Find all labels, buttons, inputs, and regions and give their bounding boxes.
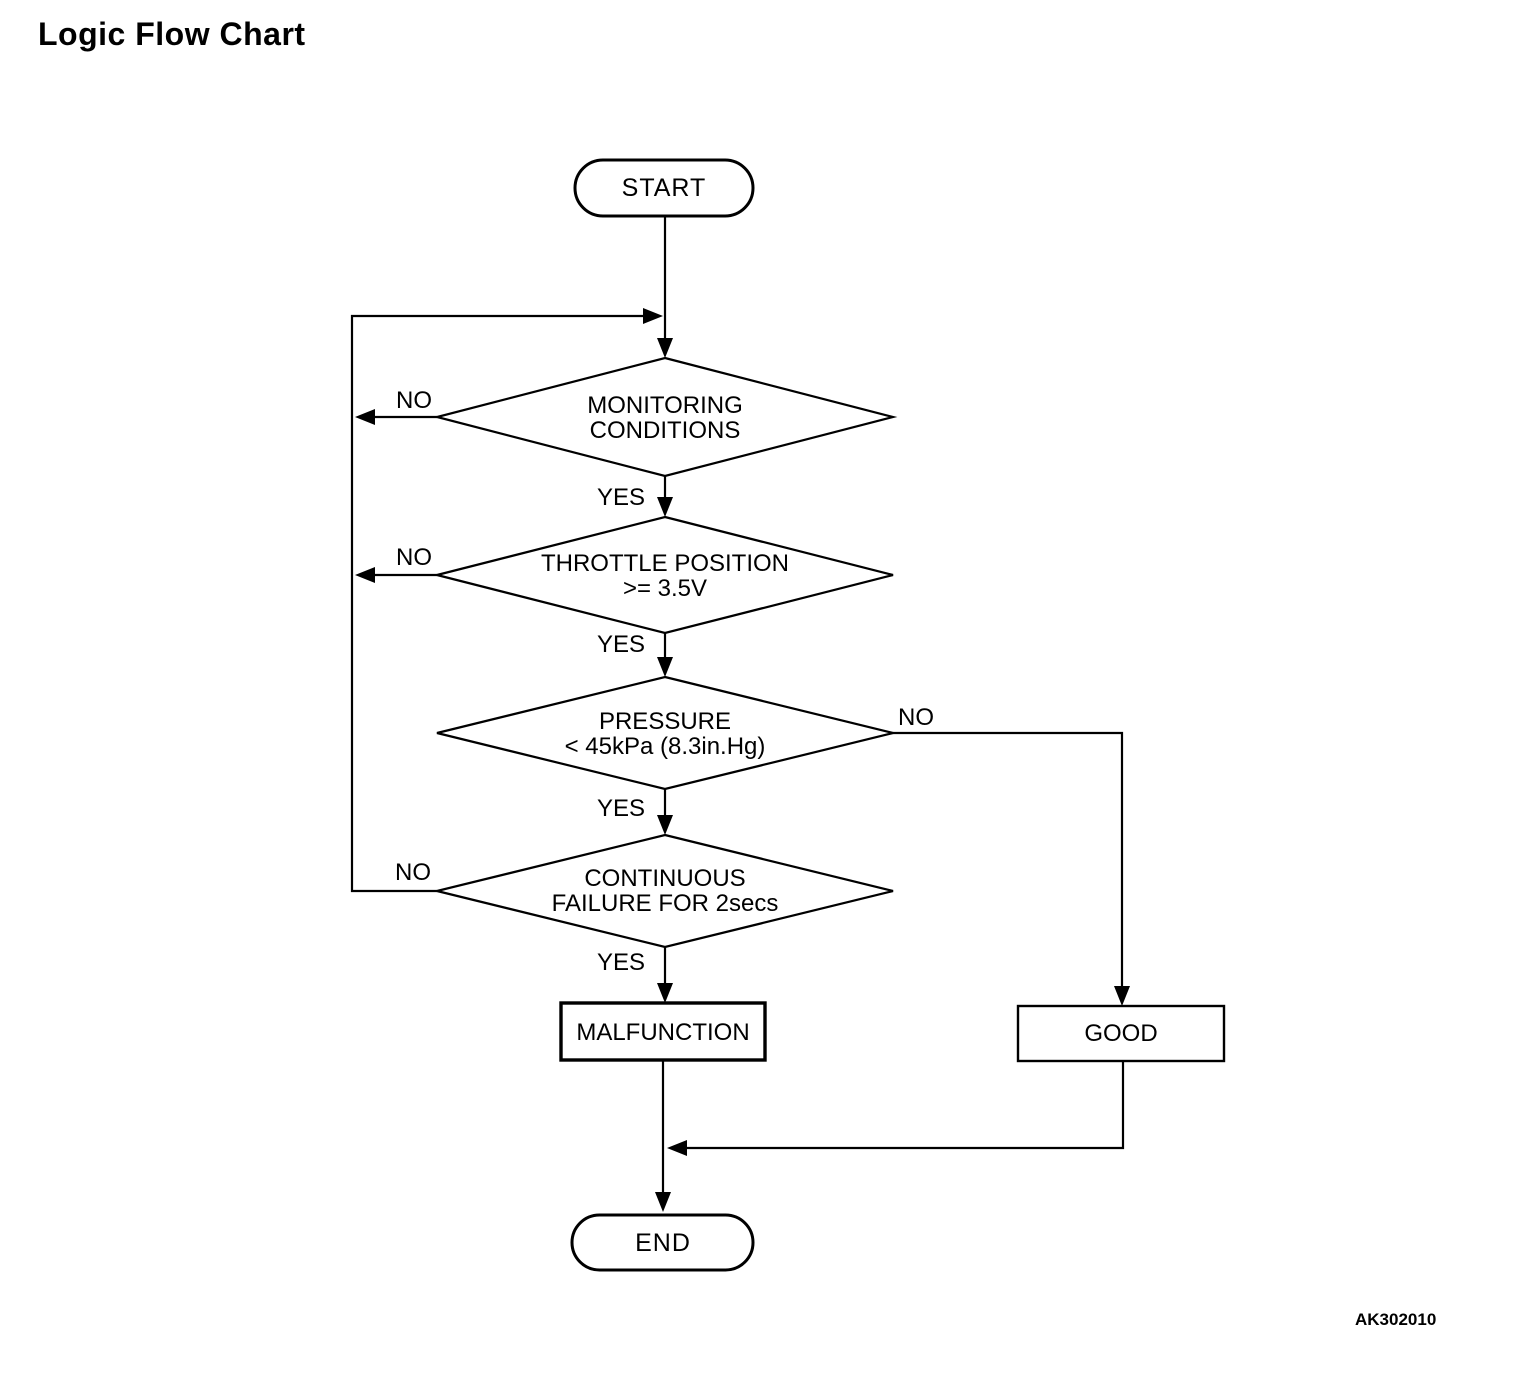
edge-failure-yes: YES [597,947,673,1003]
node-end: END [570,1213,755,1272]
arrowhead-down-icon [1114,986,1130,1006]
yes-label: YES [597,631,645,658]
node-good: GOOD [1016,1004,1226,1063]
decision-throttle-position: THROTTLE POSITION >= 3.5V [436,515,894,635]
no-label: NO [396,387,432,414]
return-loop-line [350,308,663,893]
connector-line [893,731,1124,988]
decision-monitoring-conditions: MONITORING CONDITIONS [432,356,898,478]
good-box-shape [1016,1004,1226,1063]
page-title: Logic Flow Chart [38,16,306,52]
yes-label: YES [597,795,645,822]
arrowhead-down-icon [657,815,673,835]
edge-malfunction-to-end [655,1060,671,1212]
yes-label: YES [597,949,645,976]
figure-code: AK302010 [1355,1310,1437,1329]
arrowhead-down-icon [657,338,673,358]
arrowhead-left-icon [667,1140,687,1156]
decision-text-line1: THROTTLE POSITION [541,550,789,577]
malfunction-box-shape [559,1001,767,1062]
good-label: GOOD [1084,1020,1157,1047]
edge-start-to-monitoring [657,216,673,358]
decision-text-line2: FAILURE FOR 2secs [552,890,779,917]
connector-line [350,314,643,893]
no-label: NO [898,704,934,731]
arrowhead-right-icon [643,308,663,324]
edge-good-to-end [667,1061,1125,1156]
arrowhead-down-icon [657,983,673,1003]
yes-label: YES [597,484,645,511]
arrowhead-down-icon [655,1192,671,1212]
decision-text-line1: MONITORING [587,392,743,419]
no-label: NO [396,544,432,571]
arrowhead-left-icon [355,567,375,583]
decision-continuous-failure: CONTINUOUS FAILURE FOR 2secs [436,833,894,949]
decision-text-line1: PRESSURE [599,708,731,735]
end-label: END [635,1229,691,1257]
decision-text-line2: < 45kPa (8.3in.Hg) [565,733,766,760]
edge-failure-no: NO [395,859,431,886]
edge-throttle-no: NO [355,544,437,583]
arrowhead-left-icon [355,409,375,425]
decision-text-line2: >= 3.5V [623,575,707,602]
edge-pressure-no: NO [893,704,1130,1006]
edge-monitoring-no: NO [355,387,437,425]
no-label: NO [395,859,431,886]
decision-text-line2: CONDITIONS [590,417,741,444]
malfunction-label: MALFUNCTION [576,1019,749,1046]
decision-text-line1: CONTINUOUS [584,865,745,892]
edge-throttle-yes: YES [597,631,673,677]
decision-pressure: PRESSURE < 45kPa (8.3in.Hg) [436,675,894,791]
start-terminal-shape [573,158,755,218]
connector-line [687,1061,1125,1150]
arrowhead-down-icon [657,657,673,677]
node-malfunction: MALFUNCTION [559,1001,767,1062]
arrowhead-down-icon [657,497,673,517]
edge-monitoring-yes: YES [597,476,673,517]
end-terminal-shape [570,1213,755,1272]
node-start: START [573,158,755,218]
edge-pressure-yes: YES [597,789,673,835]
start-label: START [622,174,707,202]
